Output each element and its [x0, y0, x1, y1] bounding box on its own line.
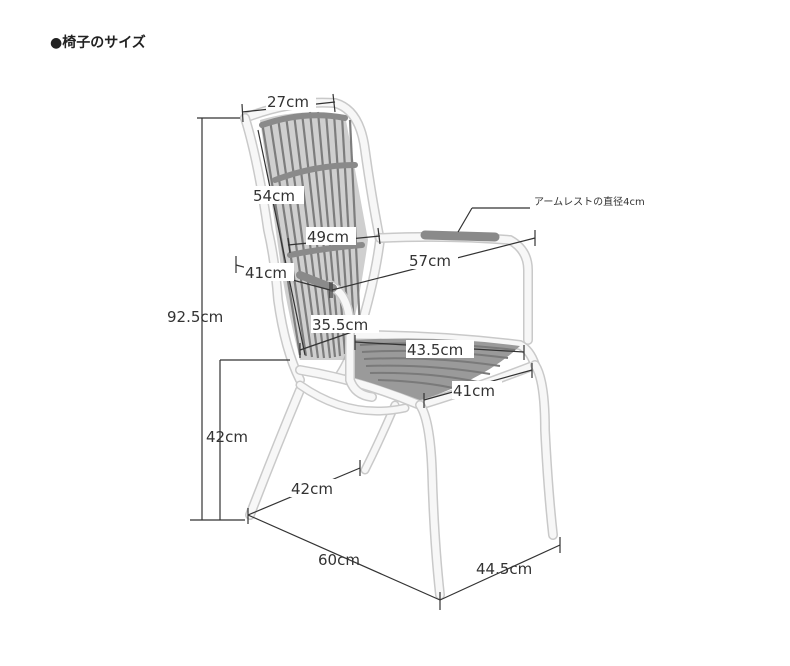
label-leg-depth: 42cm [291, 480, 333, 498]
label-total-height: 92.5cm [167, 308, 223, 326]
label-total-depth: 60cm [318, 551, 360, 569]
label-inner-width: 49cm [307, 228, 349, 246]
label-total-width: 44.5cm [476, 560, 532, 578]
label-seat-height: 42cm [206, 428, 248, 446]
label-armrest-note: アームレストの直径4cm [534, 195, 645, 208]
label-seat-depth: 41cm [453, 382, 495, 400]
page-title: ●椅子のサイズ [50, 35, 146, 51]
chair-illustration [240, 97, 558, 600]
seat-weave [359, 342, 516, 391]
dimension-labels: 27cm 54cm 49cm 41cm 57cm 92.5cm 35.5cm 4… [167, 92, 645, 578]
label-top-width: 27cm [267, 93, 309, 111]
label-back-height: 54cm [253, 187, 295, 205]
label-seat-width: 43.5cm [407, 341, 463, 359]
label-side-depth: 41cm [245, 264, 287, 282]
label-arm-length: 57cm [409, 252, 451, 270]
label-seat-back: 35.5cm [312, 316, 368, 334]
